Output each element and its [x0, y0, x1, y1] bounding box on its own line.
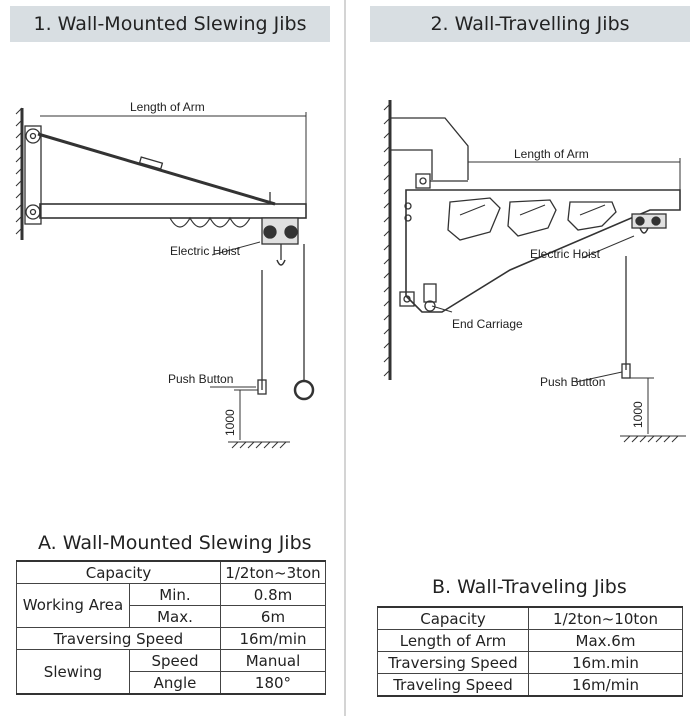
left-table-title: A. Wall-Mounted Slewing Jibs	[38, 532, 312, 554]
slewing-angle-label: Angle	[129, 671, 221, 695]
table-row: Length of Arm Max.6m	[377, 629, 683, 652]
row-value: 16m.min	[528, 651, 683, 674]
slewing-angle-value: 180°	[220, 671, 326, 695]
traversing-speed-label: Traversing Speed	[16, 627, 221, 650]
left-spec-table: Capacity 1/2ton~3ton Working Area Min. 0…	[16, 560, 326, 695]
right-table-title: B. Wall-Traveling Jibs	[432, 576, 627, 598]
table-row: Traversing Speed 16m/min	[16, 627, 326, 650]
right-section-header: 2. Wall-Travelling Jibs	[370, 6, 690, 42]
row-label: Traversing Speed	[377, 651, 529, 674]
left-section-header: 1. Wall-Mounted Slewing Jibs	[10, 6, 330, 42]
max-value: 6m	[220, 605, 326, 628]
slewing-label: Slewing	[16, 649, 130, 695]
row-value: Max.6m	[528, 629, 683, 652]
table-row: Slewing Speed Manual	[16, 649, 326, 695]
row-value: 16m/min	[528, 673, 683, 697]
slewing-speed-label: Speed	[129, 649, 221, 672]
wall-mounted-jib-drawing: Length of Arm Electric Hoist Push Button…	[15, 100, 315, 449]
table-row: Working Area Min. 0.8m	[16, 583, 326, 628]
wall-travelling-jib-drawing: Length of Arm Electric Hoist End Carriag…	[383, 100, 686, 443]
right-height-label: 1000	[631, 401, 645, 428]
right-spec-table: Capacity 1/2ton~10ton Length of Arm Max.…	[377, 606, 683, 697]
table-row: Capacity 1/2ton~10ton	[377, 606, 683, 630]
table-row: Max. 6m	[17, 605, 326, 628]
row-label: Length of Arm	[377, 629, 529, 652]
table-row: Angle 180°	[17, 671, 326, 695]
column-divider	[344, 0, 346, 716]
slewing-speed-value: Manual	[220, 649, 326, 672]
working-area-label: Working Area	[16, 583, 130, 628]
table-row: Traversing Speed 16m.min	[377, 651, 683, 674]
row-value: 1/2ton~10ton	[528, 606, 683, 630]
left-header-text: 1. Wall-Mounted Slewing Jibs	[33, 13, 307, 35]
capacity-value: 1/2ton~3ton	[220, 560, 326, 584]
traversing-speed-value: 16m/min	[220, 627, 326, 650]
left-electric-hoist-label: Electric Hoist	[170, 244, 241, 258]
right-header-text: 2. Wall-Travelling Jibs	[430, 13, 630, 35]
row-label: Traveling Speed	[377, 673, 529, 697]
right-push-button-label: Push Button	[540, 375, 605, 389]
capacity-label: Capacity	[16, 560, 221, 584]
max-label: Max.	[129, 605, 221, 628]
right-electric-hoist-label: Electric Hoist	[530, 247, 601, 261]
min-label: Min.	[129, 583, 221, 606]
table-row: Capacity 1/2ton~3ton	[16, 560, 326, 584]
right-length-of-arm-label: Length of Arm	[514, 147, 589, 161]
row-label: Capacity	[377, 606, 529, 630]
min-value: 0.8m	[220, 583, 326, 606]
left-push-button-label: Push Button	[168, 372, 233, 386]
left-height-label: 1000	[223, 409, 237, 436]
right-end-carriage-label: End Carriage	[452, 317, 523, 331]
left-length-of-arm-label: Length of Arm	[130, 100, 205, 114]
table-row: Traveling Speed 16m/min	[377, 673, 683, 697]
